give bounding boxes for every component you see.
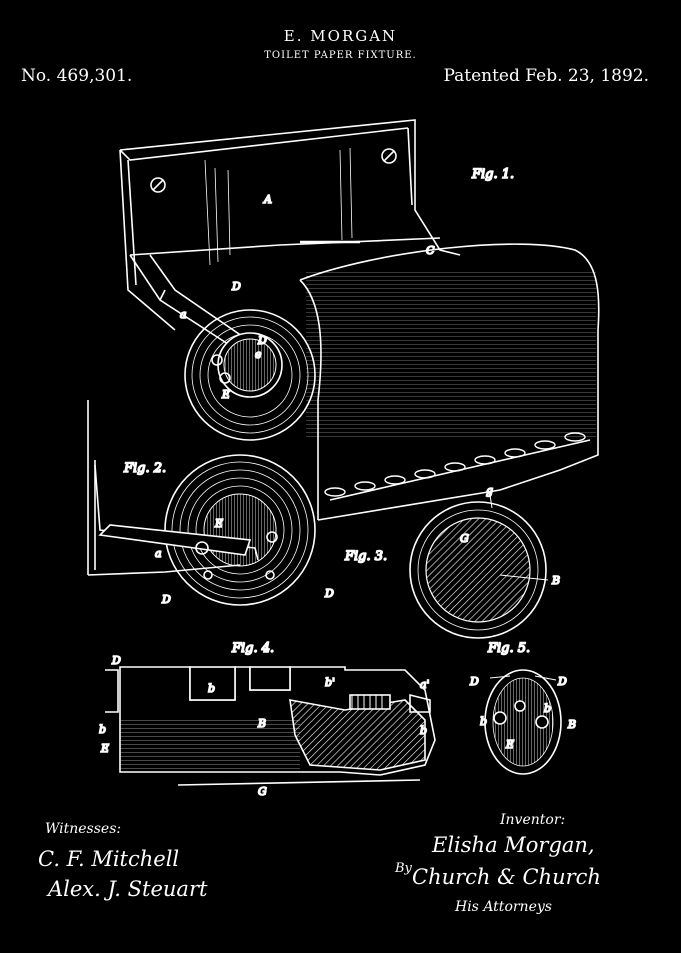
label-A: A [263, 193, 272, 206]
attorneys-label: His Attorneys [454, 899, 552, 915]
label-b-fig4b: b [99, 723, 106, 736]
invention-title: TOILET PAPER FIXTURE. [264, 50, 417, 61]
label-B-fig4: B [257, 717, 266, 730]
figure-4-drawing [105, 666, 436, 786]
label-b-fig4a: b [208, 682, 215, 695]
fig-2-label: Fig. 2. [123, 461, 166, 476]
label-b-fig5a: b [480, 715, 487, 728]
label-E-fig2: E [214, 517, 223, 530]
label-E-fig4: E [100, 742, 109, 755]
label-e-fig1: e [255, 348, 262, 361]
witnesses-label: Witnesses: [45, 821, 121, 837]
inventor-label: Inventor: [499, 812, 565, 828]
label-b-fig5b: b [544, 702, 551, 715]
label-b-prime-fig4: b' [325, 676, 335, 689]
fig-3-label: Fig. 3. [344, 549, 387, 564]
by-label: By [394, 861, 413, 876]
label-g-fig3: g [486, 484, 493, 497]
label-G-fig4: G [258, 785, 267, 798]
label-G-fig3: G [460, 532, 469, 545]
label-E-fig5: E [505, 738, 514, 751]
fig-4-label: Fig. 4. [231, 641, 274, 656]
label-D-fig1: D [231, 280, 241, 293]
label-D-fig5a: D [469, 675, 479, 688]
witness-1-signature: C. F. Mitchell [38, 847, 179, 871]
label-b-fig4c: b [420, 724, 427, 737]
label-D-fig4: D [111, 654, 121, 667]
fig-5-label: Fig. 5. [487, 641, 530, 656]
figure-5-drawing [484, 669, 562, 775]
patent-date: Patented Feb. 23, 1892. [443, 66, 649, 86]
figure-2-drawing [87, 400, 316, 606]
attorneys-signature: Church & Church [412, 865, 601, 889]
witness-2-signature: Alex. J. Steuart [46, 877, 208, 901]
label-D-fig5b: D [557, 675, 567, 688]
inventor-signature: Elisha Morgan, [431, 833, 595, 857]
label-C: C [426, 244, 435, 257]
label-a-fig1: a [180, 308, 187, 321]
label-B-fig5: B [567, 718, 576, 731]
label-a-fig2: a [155, 547, 162, 560]
figure-1-drawing [119, 119, 600, 521]
fig-1-label: Fig. 1. [471, 167, 514, 182]
label-D-fig2b: D [324, 587, 334, 600]
figure-3-drawing [409, 494, 549, 639]
label-B-fig3: B [551, 574, 560, 587]
patent-number: No. 469,301. [21, 66, 133, 86]
label-D-fig2a: D [161, 593, 171, 606]
label-E-fig1: E [221, 388, 230, 401]
label-a-prime-fig4: a' [420, 678, 430, 691]
label-D-fig1b: D [257, 334, 267, 347]
inventor-name: E. MORGAN [283, 27, 398, 45]
